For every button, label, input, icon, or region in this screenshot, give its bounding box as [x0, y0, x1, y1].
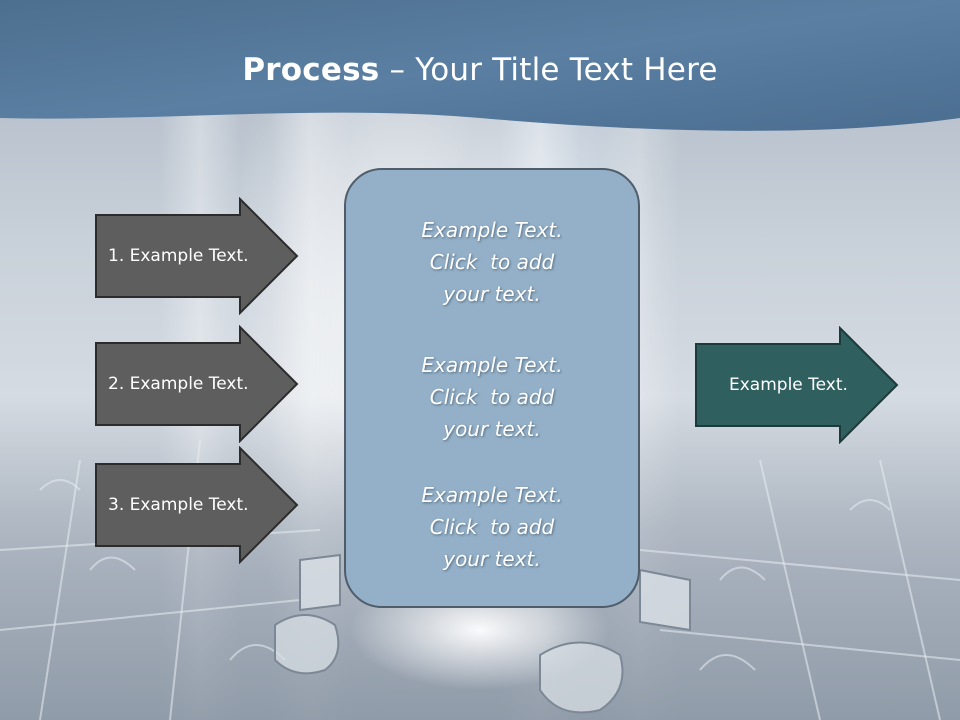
puzzle-floor-image — [0, 400, 960, 720]
arrow-shape — [95, 325, 299, 443]
left-arrow-3: 3. Example Text. — [94, 446, 300, 564]
left-arrow-2-label: 2. Example Text. — [108, 374, 249, 394]
panel-line: Click to add — [429, 515, 555, 539]
panel-text-block-1[interactable]: Example Text. Click to add your text. — [346, 214, 638, 310]
right-arrow: Example Text. — [694, 326, 900, 444]
arrow-shape — [95, 197, 299, 315]
panel-line: your text. — [443, 547, 541, 571]
panel-text-block-3[interactable]: Example Text. Click to add your text. — [346, 479, 638, 575]
left-arrow-1: 1. Example Text. — [94, 197, 300, 315]
header-banner — [0, 0, 960, 131]
panel-line: your text. — [443, 417, 541, 441]
panel-line: Click to add — [429, 250, 555, 274]
title-bold-part: Process — [242, 52, 380, 88]
title-rest-part: – Your Title Text Here — [379, 52, 718, 88]
left-arrow-2: 2. Example Text. — [94, 325, 300, 443]
left-arrow-3-label: 3. Example Text. — [108, 495, 249, 515]
left-arrow-1-label: 1. Example Text. — [108, 246, 249, 266]
right-arrow-label: Example Text. — [729, 375, 848, 395]
panel-line: Example Text. — [421, 483, 563, 507]
panel-line: Example Text. — [421, 353, 563, 377]
center-text-panel[interactable]: Example Text. Click to add your text. Ex… — [344, 168, 640, 608]
panel-line: Click to add — [429, 385, 555, 409]
panel-line: your text. — [443, 282, 541, 306]
slide-title: Process – Your Title Text Here — [0, 52, 960, 88]
arrow-shape — [695, 326, 899, 444]
panel-text-block-2[interactable]: Example Text. Click to add your text. — [346, 349, 638, 445]
panel-line: Example Text. — [421, 218, 563, 242]
arrow-shape — [95, 446, 299, 564]
